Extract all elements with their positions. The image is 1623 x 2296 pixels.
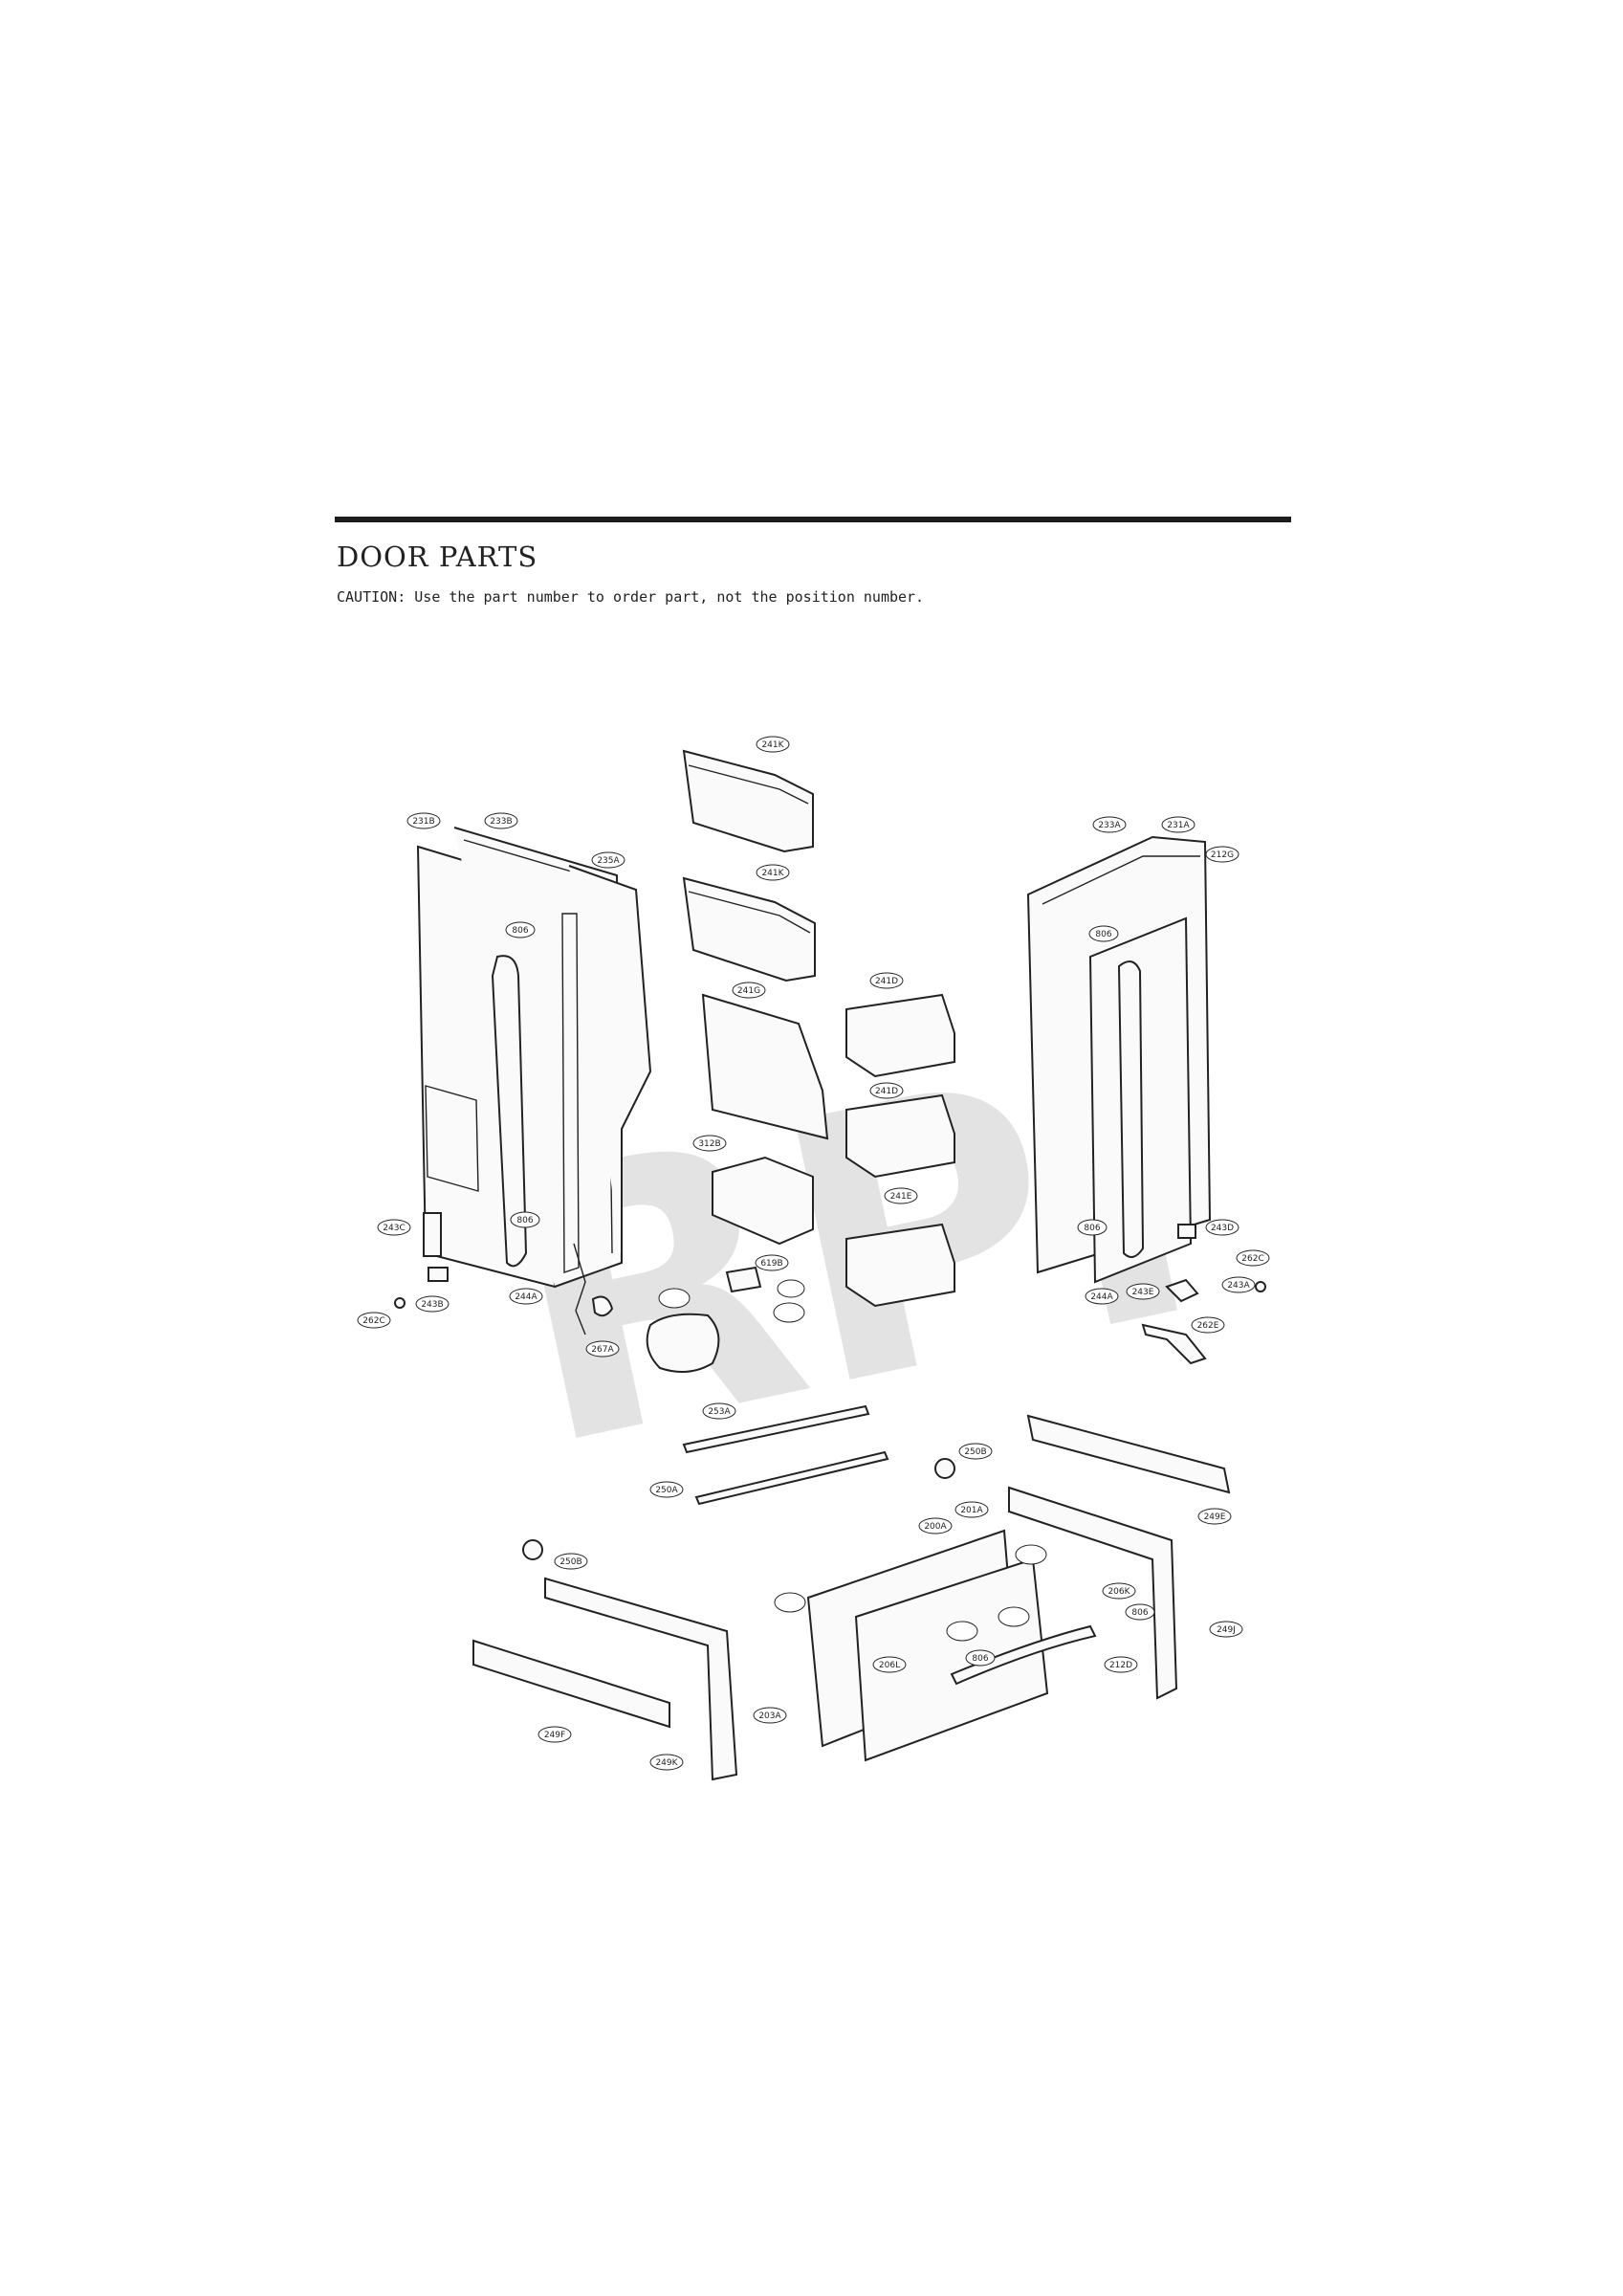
part-label-231B: 231B	[412, 817, 434, 827]
part-label-806-b: 806	[516, 1216, 533, 1225]
part-label-243C: 243C	[383, 1224, 405, 1233]
part-label-244A-left: 244A	[515, 1292, 537, 1302]
part-label-212G: 212G	[1211, 850, 1234, 860]
part-label-312B: 312B	[698, 1139, 720, 1149]
part-label-253A: 253A	[708, 1407, 731, 1417]
door-bins-right-stack	[845, 993, 955, 1308]
part-label-241E: 241E	[890, 1192, 912, 1202]
left-door	[416, 827, 652, 1336]
part-label-layer: 241K 241K 231B 233B 235A 806 806 243C 24…	[357, 736, 1270, 1771]
rail-249E	[1026, 1414, 1231, 1494]
part-label-249E: 249E	[1204, 1512, 1226, 1522]
part-label-243A: 243A	[1227, 1281, 1250, 1291]
part-label-241D-a: 241D	[875, 977, 898, 986]
gasket-strips	[682, 1404, 889, 1506]
part-label-806-a: 806	[512, 926, 528, 936]
left-hinge-parts	[394, 1212, 614, 1317]
part-label-200A: 200A	[924, 1522, 947, 1532]
header-rule	[335, 517, 1291, 522]
caution-note: CAUTION: Use the part number to order pa…	[337, 588, 925, 606]
freezer-drawer	[806, 1529, 1097, 1762]
door-panel-241G	[701, 993, 829, 1140]
part-label-249K: 249K	[655, 1758, 678, 1768]
rail-249K	[544, 1577, 738, 1781]
right-hinge-parts	[1141, 1224, 1266, 1365]
empty-balloons	[658, 1279, 1047, 1642]
part-label-203A: 203A	[758, 1711, 781, 1721]
page-title: DOOR PARTS	[337, 541, 538, 573]
part-label-233B: 233B	[490, 817, 512, 827]
part-label-212D: 212D	[1109, 1661, 1132, 1670]
part-label-619B: 619B	[760, 1259, 782, 1269]
part-label-250B-a: 250B	[964, 1447, 986, 1457]
part-label-241K-a: 241K	[761, 740, 784, 750]
part-label-262C-right: 262C	[1241, 1254, 1263, 1264]
part-label-250B-b: 250B	[559, 1557, 581, 1567]
right-door	[1026, 835, 1212, 1284]
part-label-241D-b: 241D	[875, 1087, 898, 1096]
part-label-806-f: 806	[972, 1654, 988, 1664]
part-label-249J: 249J	[1217, 1625, 1236, 1635]
part-label-206L: 206L	[879, 1661, 900, 1670]
part-label-267A: 267A	[591, 1345, 614, 1355]
part-label-243B-left: 243B	[421, 1300, 443, 1310]
dispenser-module-312B	[646, 1156, 814, 1373]
part-label-244A-right: 244A	[1090, 1292, 1113, 1302]
part-label-201A: 201A	[960, 1506, 983, 1515]
part-label-243E: 243E	[1132, 1288, 1154, 1297]
door-bin-upper-b	[682, 876, 816, 982]
part-label-231A: 231A	[1167, 821, 1190, 830]
wheels-250B	[522, 1458, 955, 1560]
part-label-806-d: 806	[1084, 1224, 1100, 1233]
part-label-235A: 235A	[597, 856, 620, 866]
part-label-262E: 262E	[1197, 1321, 1219, 1331]
part-label-806-c: 806	[1095, 930, 1111, 939]
door-bin-upper-a	[682, 749, 814, 853]
rail-249F	[472, 1639, 670, 1729]
part-label-249F: 249F	[544, 1731, 565, 1740]
part-label-243D: 243D	[1211, 1224, 1234, 1233]
part-label-241G: 241G	[737, 986, 760, 996]
part-label-262C-left: 262C	[362, 1316, 384, 1326]
part-label-250A: 250A	[655, 1486, 678, 1495]
part-label-206K: 206K	[1108, 1587, 1130, 1597]
part-label-241K-b: 241K	[761, 869, 784, 878]
rail-249J	[1008, 1486, 1178, 1700]
part-label-233A: 233A	[1098, 821, 1121, 830]
part-label-806-e: 806	[1131, 1608, 1148, 1618]
